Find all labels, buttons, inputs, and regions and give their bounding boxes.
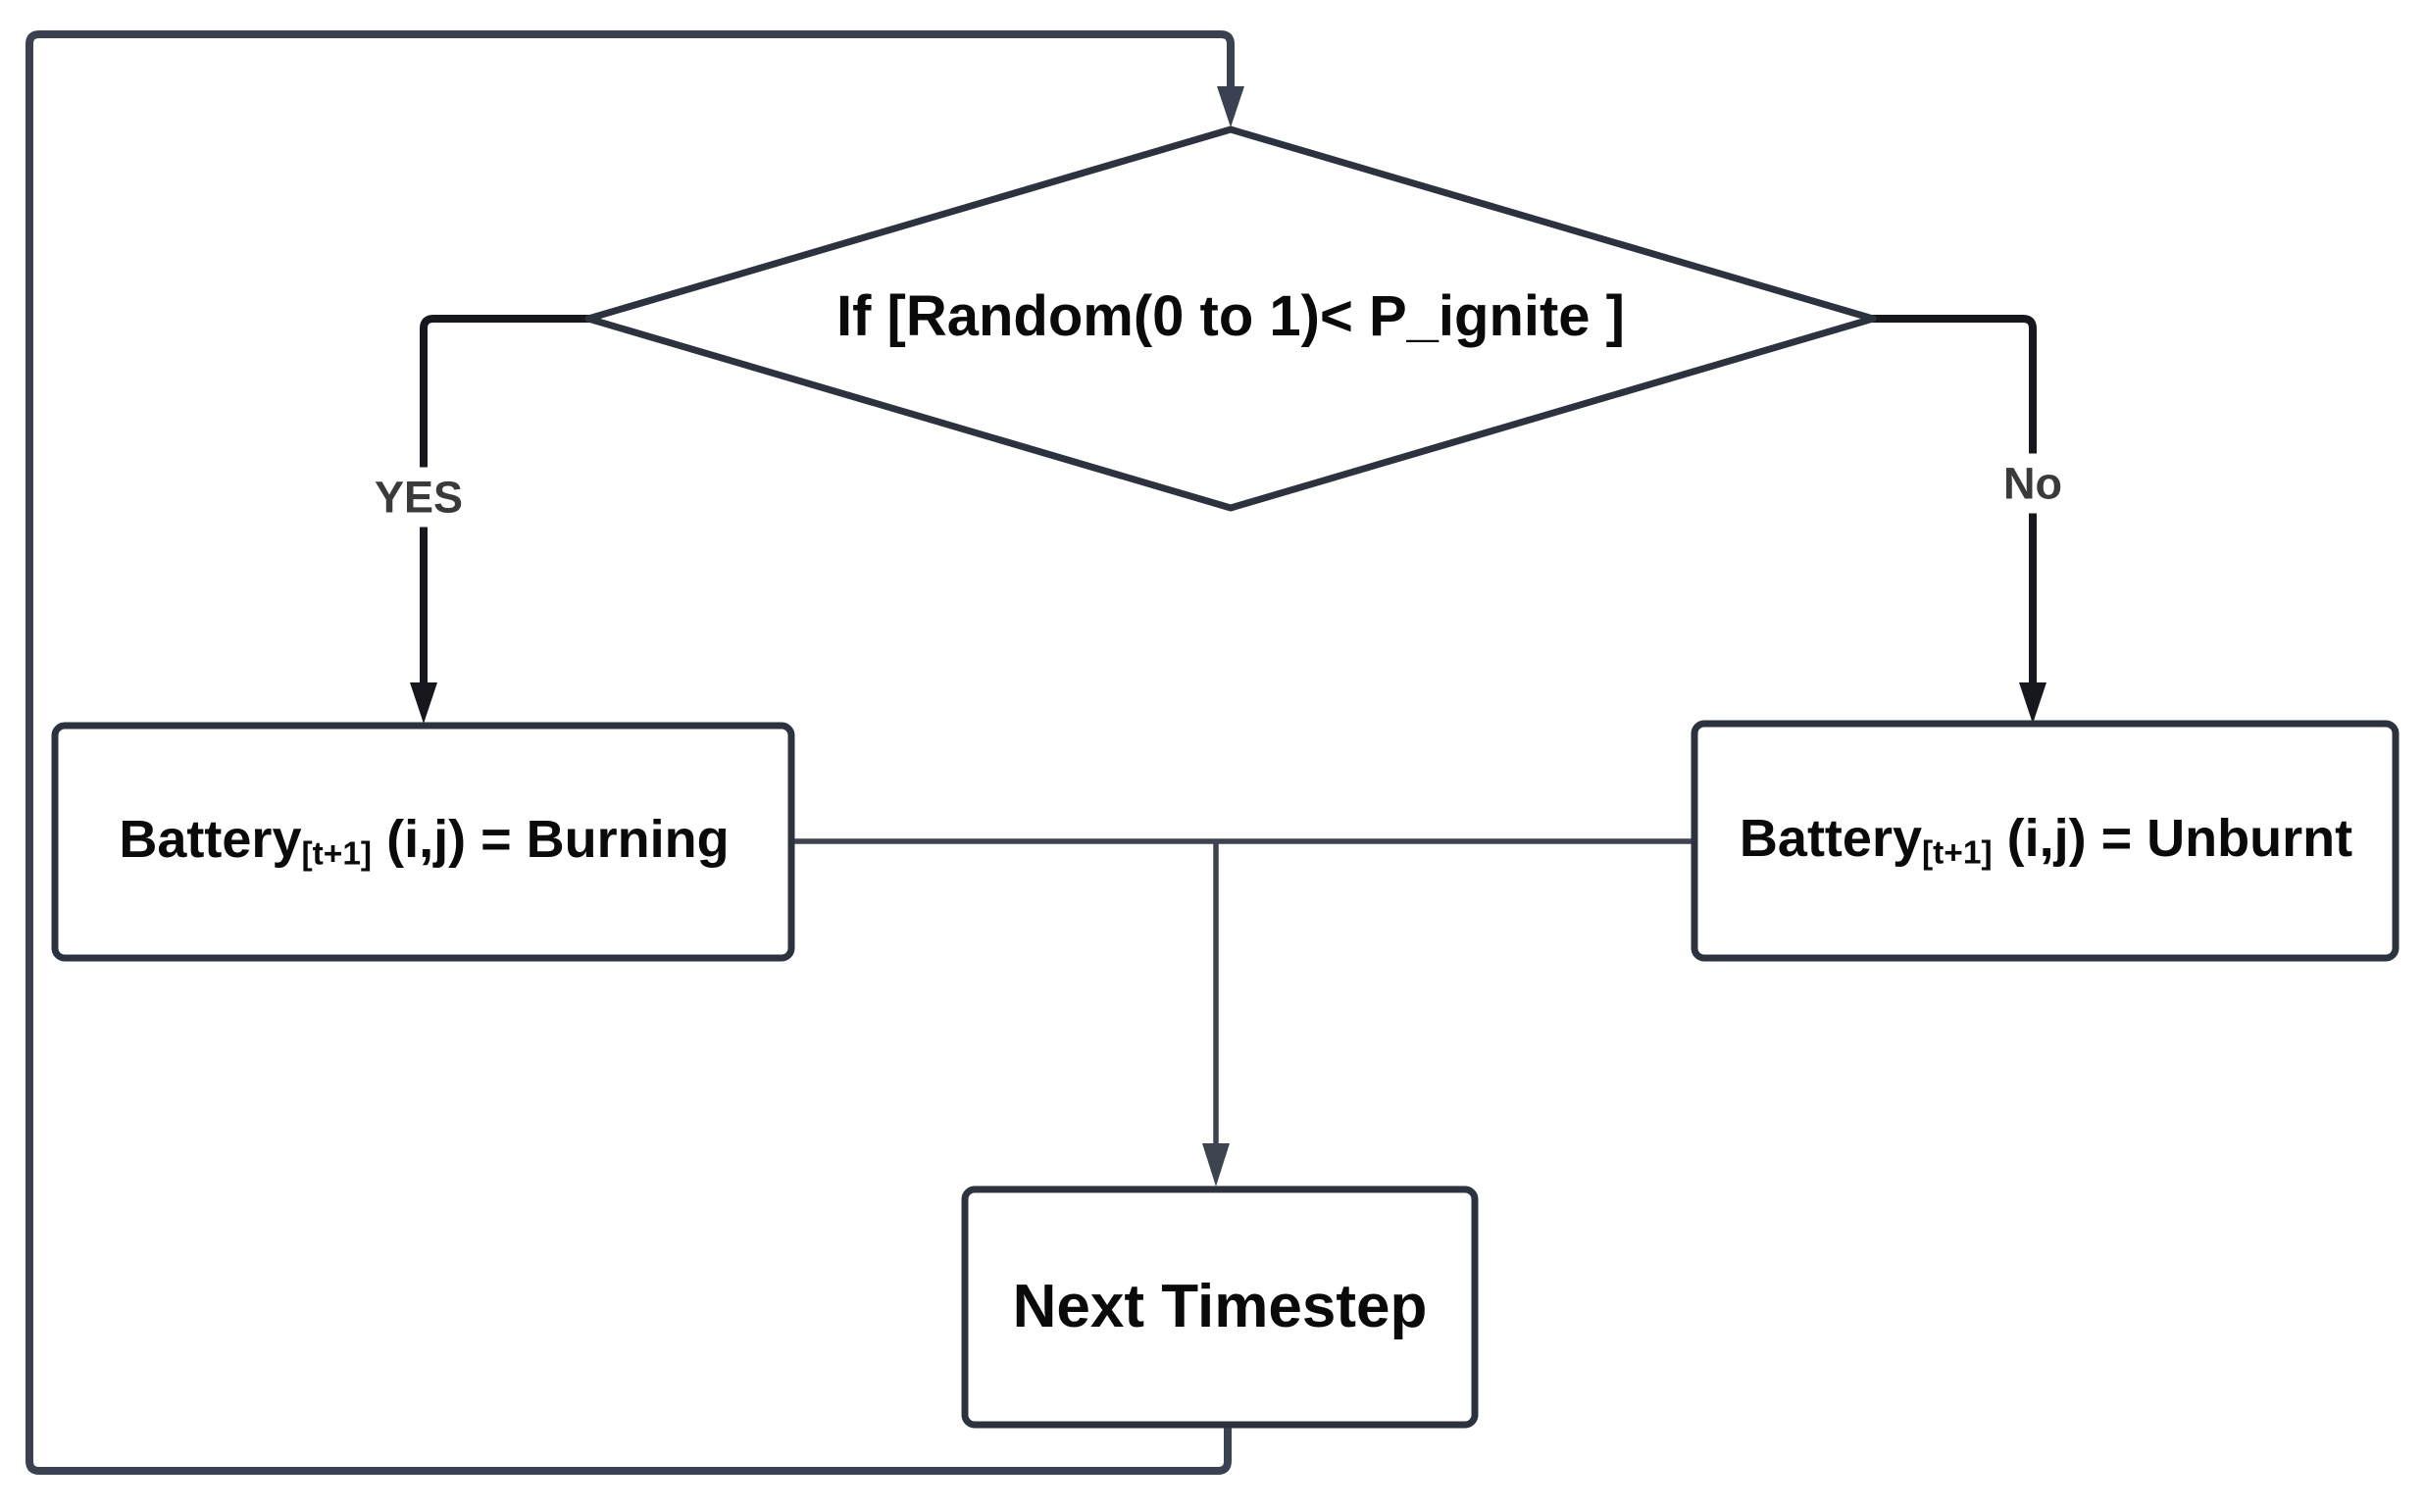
- loop-arrowhead: [1217, 86, 1244, 127]
- unburnt-label-text: Battery[t+1] (i,j) = Unburnt: [1739, 809, 2353, 872]
- next-timestep-label: Next Timestep: [967, 1191, 1473, 1423]
- merge-arrowhead: [1202, 1143, 1230, 1186]
- unburnt-label-subscript: [t+1]: [1922, 834, 1993, 872]
- decision-diamond: [584, 126, 1877, 512]
- yes-connector: [420, 315, 590, 684]
- no-branch-label: No: [1994, 453, 2072, 514]
- unburnt-box: [1691, 720, 2400, 962]
- burning-box: [51, 722, 795, 962]
- burning-label-subscript: [t+1]: [301, 835, 373, 873]
- next-timestep-label-text: Next Timestep: [1012, 1273, 1428, 1341]
- unburnt-box-label: Battery[t+1] (i,j) = Unburnt: [1698, 726, 2394, 956]
- yes-branch-label: YES: [364, 467, 474, 528]
- loop-connector: [25, 30, 1235, 1475]
- no-arrowhead: [2019, 682, 2046, 724]
- yes-arrowhead: [410, 682, 437, 724]
- next-timestep-box: [961, 1185, 1479, 1429]
- decision-label-text: If [Random(0 to 1)< P_ignite ]: [836, 283, 1625, 348]
- burning-box-label: Battery[t+1] (i,j) = Burning: [59, 728, 789, 956]
- no-connector: [1871, 315, 2037, 684]
- decision-label: If [Random(0 to 1)< P_ignite ]: [593, 263, 1868, 371]
- burning-label-text: Battery[t+1] (i,j) = Burning: [119, 810, 730, 873]
